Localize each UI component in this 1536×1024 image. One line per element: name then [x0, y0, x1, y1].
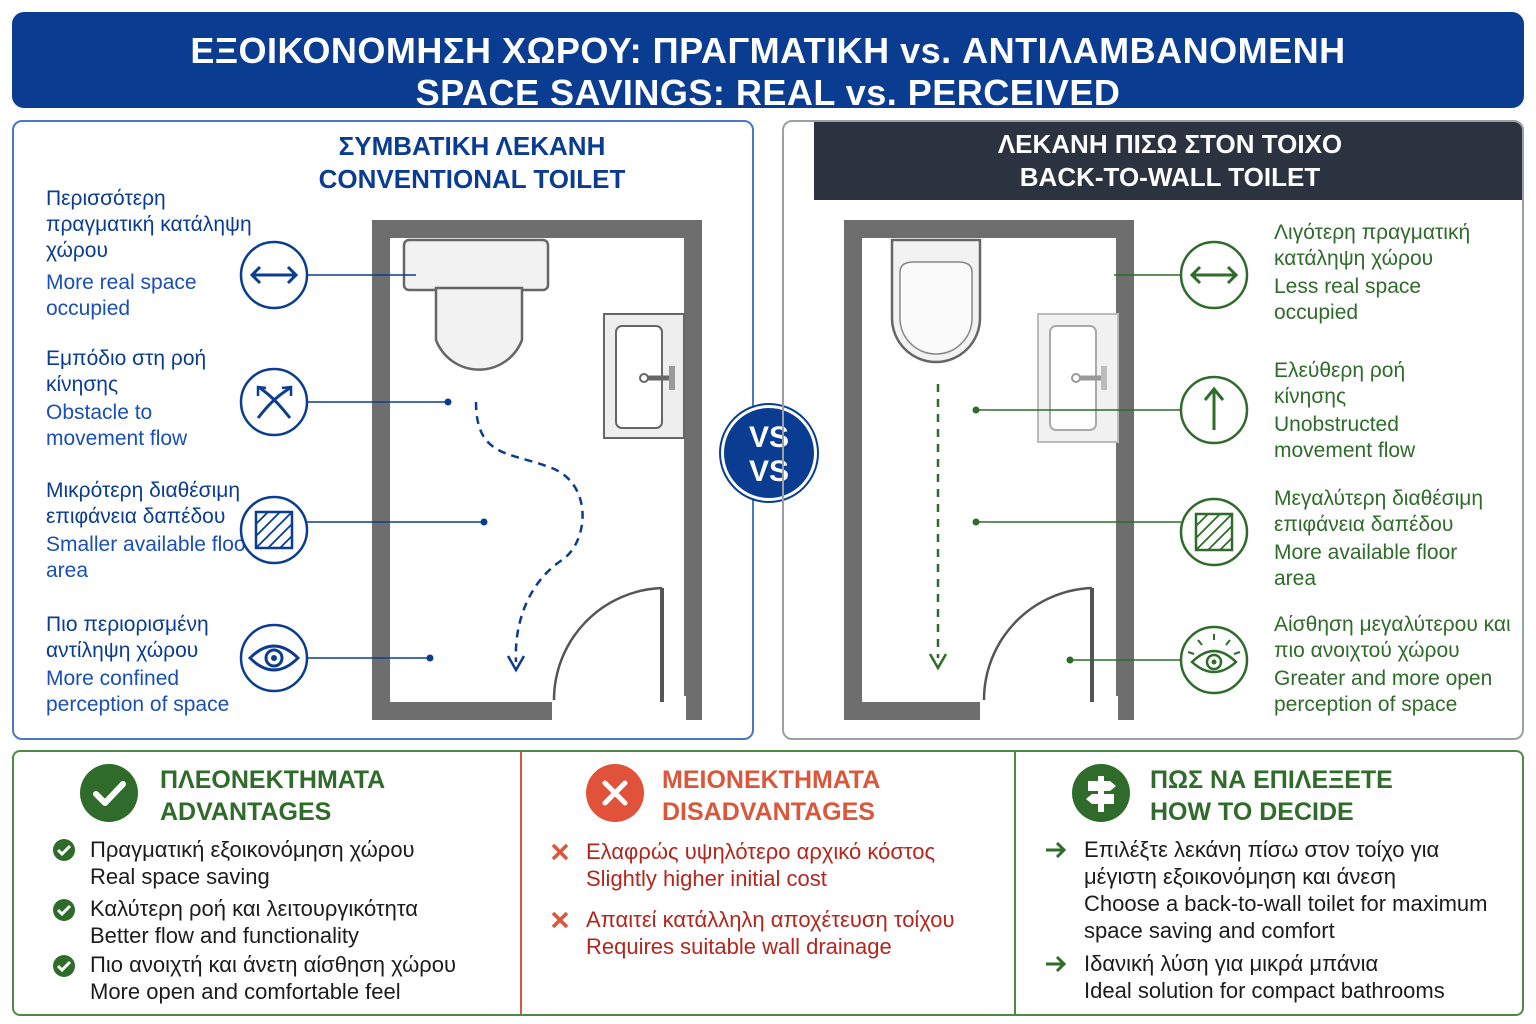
- toilet-bowl: [434, 286, 524, 371]
- crossed-arrows-icon: [239, 367, 309, 437]
- advantages-column: ΠΛΕΟΝΕΚΤΗΜΑΤΑ ADVANTAGES Πραγματική εξοι…: [14, 752, 520, 1014]
- eye-icon: [239, 623, 309, 693]
- door-swing: [982, 586, 1093, 701]
- signpost-icon: [1072, 764, 1130, 822]
- up-arrow-icon: [1179, 375, 1249, 445]
- back-to-wall-feature-perception: Αίσθηση μεγαλύτερου και πιο ανοιχτού χώρ…: [1274, 613, 1511, 716]
- back-to-wall-floorplan: [844, 220, 1249, 722]
- conventional-panel-title: ΣΥΜΒΑΤΙΚΗ ΛΕΚΑΝΗ CONVENTIONAL TOILET: [318, 131, 626, 194]
- checkmark-icon: [80, 764, 138, 822]
- how-to-decide-column: ΠΩΣ ΝΑ ΕΠΙΛΕΞΕΤΕ HOW TO DECIDE Επιλέξτε …: [1016, 752, 1524, 1014]
- back-to-wall-feature-floor: Μεγαλύτερη διαθέσιμη επιφάνεια δαπέδου M…: [1274, 487, 1484, 590]
- horizontal-arrows-icon: [239, 240, 309, 310]
- back-to-wall-feature-space: Λιγότερη πραγματική κατάληψη χώρου Less …: [1274, 221, 1471, 324]
- check-bullet-icon: [53, 899, 75, 921]
- disadvantages-heading: ΜΕΙΟΝΕΚΤΗΜΑΤΑ DISADVANTAGES: [662, 766, 881, 826]
- conventional-feature-flow: Εμπόδιο στη ροή κίνησης Obstacle to move…: [46, 347, 207, 450]
- back-to-wall-toilet-panel: ΛΕΚΑΝΗ ΠΙΣΩ ΣΤΟΝ ΤΟΙΧΟ BACK-TO-WALL TOIL…: [782, 120, 1524, 740]
- cross-icon: [586, 764, 644, 822]
- conventional-toilet-panel: ΣΥΜΒΑΤΙΚΗ ΛΕΚΑΝΗ CONVENTIONAL TOILET Περ…: [12, 120, 754, 740]
- back-to-wall-feature-flow: Ελεύθερη ροή κίνησης Unobstructed moveme…: [1274, 359, 1416, 462]
- movement-flow-path: [474, 401, 584, 663]
- radiant-eye-icon: [1179, 625, 1249, 695]
- disadvantages-column: ΜΕΙΟΝΕΚΤΗΜΑΤΑ DISADVANTAGES Ελαφρώς υψηλ…: [520, 752, 1016, 1014]
- vs-badge: VS VS: [721, 405, 817, 501]
- hatched-square-icon: [1179, 497, 1249, 567]
- check-bullet-icon: [53, 955, 75, 977]
- hatched-square-icon: [239, 495, 309, 565]
- decision-item: Επιλέξτε λεκάνη πίσω στον τοίχο για μέγι…: [1084, 837, 1488, 943]
- how-to-decide-heading: ΠΩΣ ΝΑ ΕΠΙΛΕΞΕΤΕ HOW TO DECIDE: [1150, 766, 1393, 826]
- title-greek: ΕΞΟΙΚΟΝΟΜΗΣΗ ΧΩΡΟΥ: ΠΡΑΓΜΑΤΙΚΗ vs. ΑΝΤΙΛ…: [190, 30, 1346, 71]
- conventional-feature-floor: Μικρότερη διαθέσιμη επιφάνεια δαπέδου Sm…: [46, 479, 253, 582]
- title-english: SPACE SAVINGS: REAL vs. PERCEIVED: [415, 72, 1121, 113]
- cross-bullet-icon: [551, 911, 569, 929]
- toilet-cistern: [402, 238, 550, 292]
- horizontal-arrows-icon: [1179, 240, 1249, 310]
- conventional-feature-space: Περισσότερη πραγματική κατάληψη χώρου Mo…: [46, 187, 252, 320]
- check-bullet-icon: [53, 839, 75, 861]
- conventional-floorplan: [239, 220, 702, 722]
- advantages-heading: ΠΛΕΟΝΕΚΤΗΜΑΤΑ ADVANTAGES: [160, 766, 386, 826]
- summary-section: ΠΛΕΟΝΕΚΤΗΜΑΤΑ ADVANTAGES Πραγματική εξοι…: [12, 750, 1524, 1016]
- conventional-feature-perception: Πιο περιορισμένη αντίληψη χώρου More con…: [46, 613, 230, 716]
- back-to-wall-panel-title: ΛΕΚΑΝΗ ΠΙΣΩ ΣΤΟΝ ΤΟΙΧΟ BACK-TO-WALL TOIL…: [814, 122, 1522, 200]
- page-header: ΕΞΟΙΚΟΝΟΜΗΣΗ ΧΩΡΟΥ: ΠΡΑΓΜΑΤΙΚΗ vs. ΑΝΤΙΛ…: [12, 12, 1524, 113]
- arrow-bullet-icon: [1046, 955, 1067, 973]
- cross-bullet-icon: [551, 843, 569, 861]
- door-swing: [552, 586, 663, 701]
- arrow-bullet-icon: [1046, 841, 1067, 859]
